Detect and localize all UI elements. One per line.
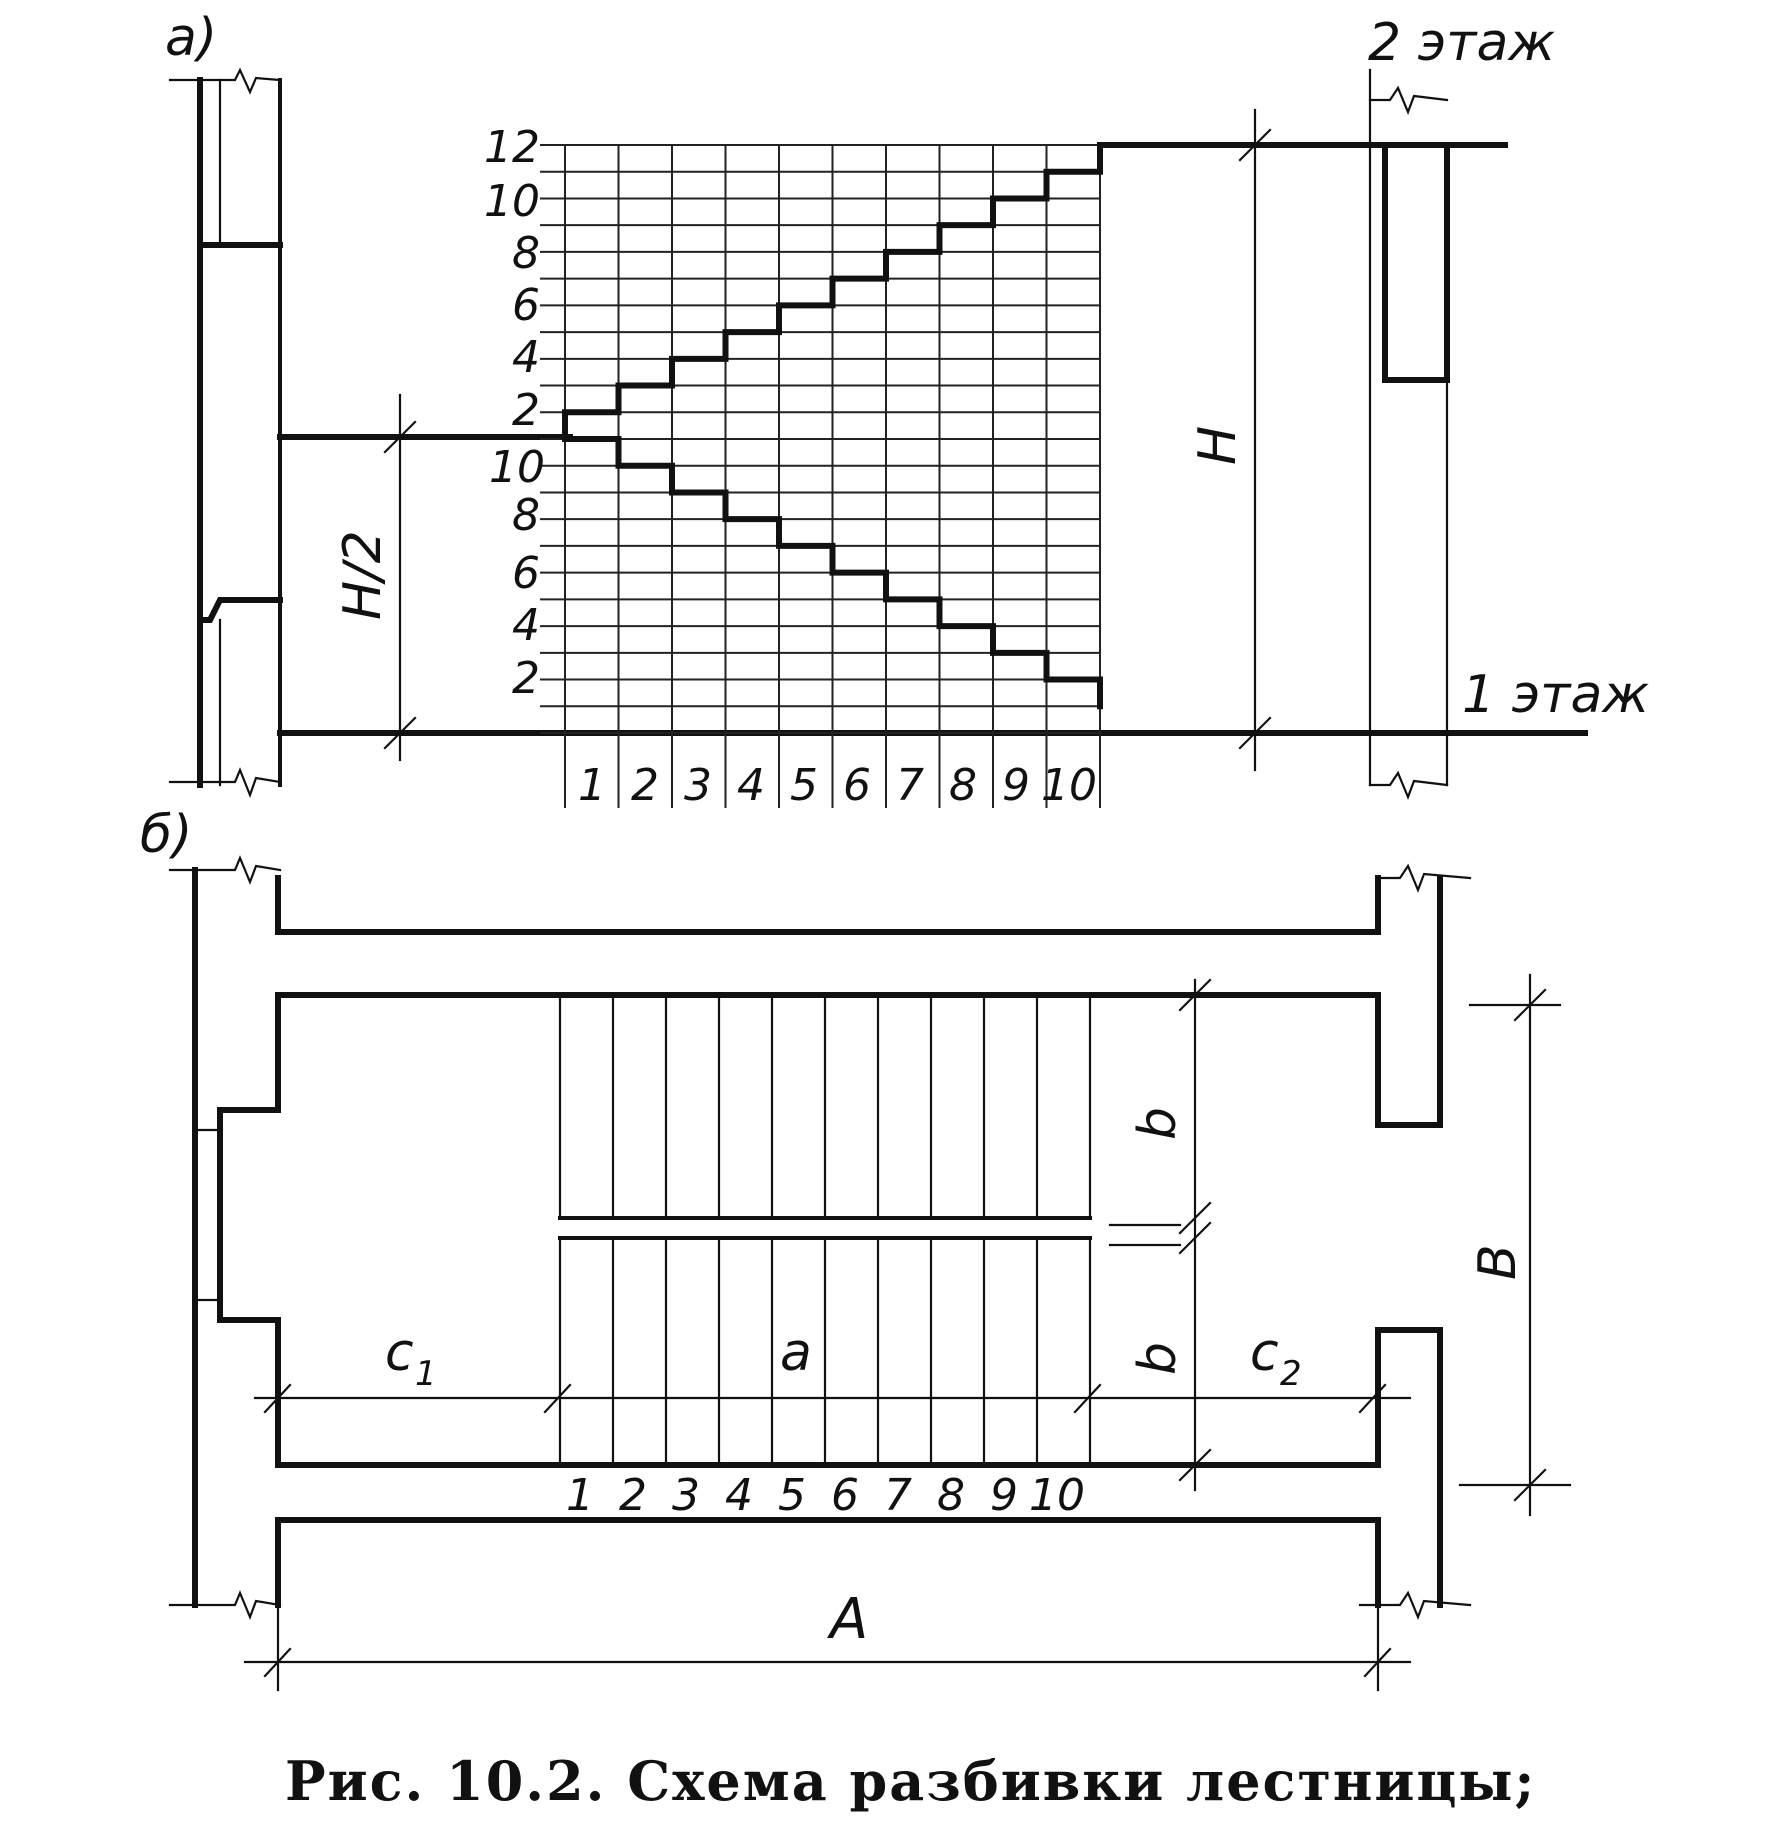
grid-x-label: 9	[1002, 760, 1030, 811]
height-dimension: H	[1188, 108, 1272, 772]
grid-y-label: 12	[484, 122, 540, 173]
half-height-dimension: H/2	[333, 393, 417, 762]
part-b-label: б)	[140, 805, 192, 865]
grid-x-label: 7	[896, 760, 924, 811]
plan-step-label: 9	[990, 1470, 1018, 1521]
part-a-label: а)	[165, 8, 217, 68]
plan-step-label: 2	[619, 1470, 647, 1521]
plan-step-label: 5	[778, 1470, 806, 1521]
grid-x-label: 8	[949, 760, 977, 811]
upper-flight-profile	[562, 142, 1103, 442]
grid-y-label: 4	[512, 600, 540, 651]
grid-y-label: 2	[512, 653, 540, 704]
plan-step-label: 10	[1029, 1470, 1085, 1521]
floor-1-label: 1 этаж	[1462, 665, 1649, 725]
grid-y-label: 8	[512, 228, 540, 279]
grid-x-label: 2	[631, 760, 659, 811]
grid-x-label: 4	[737, 760, 765, 811]
floor-2-label: 2 этаж	[1368, 13, 1555, 73]
h-label: H	[1188, 426, 1248, 465]
grid-y-label: 6	[512, 280, 540, 331]
upper-flight-treads	[558, 993, 1092, 1220]
b-lower-label: b	[1128, 1342, 1188, 1375]
plan-walls	[168, 855, 1472, 1620]
B-label: B	[1468, 1244, 1528, 1280]
plan-step-label: 4	[725, 1470, 753, 1521]
plan-step-label: 6	[831, 1470, 859, 1521]
left-wall-section	[168, 67, 283, 799]
grid-y-label: 6	[512, 548, 540, 599]
grid-x-label: 3	[684, 760, 712, 811]
lower-flight-treads	[558, 1236, 1092, 1467]
grid-x-label: 6	[843, 760, 871, 811]
flight-width-dimension: b b	[1108, 978, 1212, 1492]
plan-b: б) 1 2 3	[140, 805, 1572, 1692]
b-upper-label: b	[1128, 1107, 1188, 1140]
A-label: A	[827, 1587, 868, 1652]
grid-y-label: 8	[512, 490, 540, 541]
grid-y-label: 10	[484, 176, 540, 227]
plan-step-labels: 1 2 3 4 5 6 7 8 9 10	[566, 1470, 1085, 1521]
c1-label: c	[385, 1323, 414, 1383]
total-length-dimension: A	[243, 1578, 1412, 1692]
grid-y-label: 4	[512, 332, 540, 383]
length-breakdown-dimension: c 1 a c 2	[253, 1323, 1412, 1414]
grid-x-label: 1	[578, 760, 606, 811]
figure-caption: Рис. 10.2. Схема разбивки лестницы;	[285, 1749, 1536, 1813]
c2-subscript: 2	[1280, 1354, 1302, 1394]
grid-y-label: 10	[489, 442, 545, 493]
upper-flight-riser-labels: 12 10 8 6 4 2	[484, 122, 540, 436]
c1-subscript: 1	[415, 1354, 437, 1394]
a-label: a	[780, 1323, 812, 1383]
grid-x-label: 10	[1041, 760, 1097, 811]
stair-well-gap	[558, 1216, 1092, 1240]
right-wall-section: 2 этаж 1 этаж	[1368, 13, 1649, 800]
grid-x-label: 5	[790, 760, 818, 811]
elevation-grid	[540, 144, 1101, 808]
grid-y-label: 2	[512, 385, 540, 436]
tread-labels: 1 2 3 4 5 6 7 8 9 10	[578, 760, 1097, 811]
section-a: а) 2 этаж 1 этаж	[165, 8, 1649, 811]
plan-step-label: 3	[672, 1470, 700, 1521]
lower-flight-profile	[562, 436, 1103, 710]
plan-step-label: 1	[566, 1470, 594, 1521]
lower-flight-riser-labels: 10 8 6 4 2	[489, 442, 545, 704]
hall-width-dimension: B	[1458, 973, 1572, 1517]
c2-label: c	[1250, 1323, 1279, 1383]
h-half-label: H/2	[333, 530, 393, 620]
plan-step-label: 8	[937, 1470, 965, 1521]
plan-step-label: 7	[884, 1470, 912, 1521]
step-profile	[562, 142, 1103, 710]
